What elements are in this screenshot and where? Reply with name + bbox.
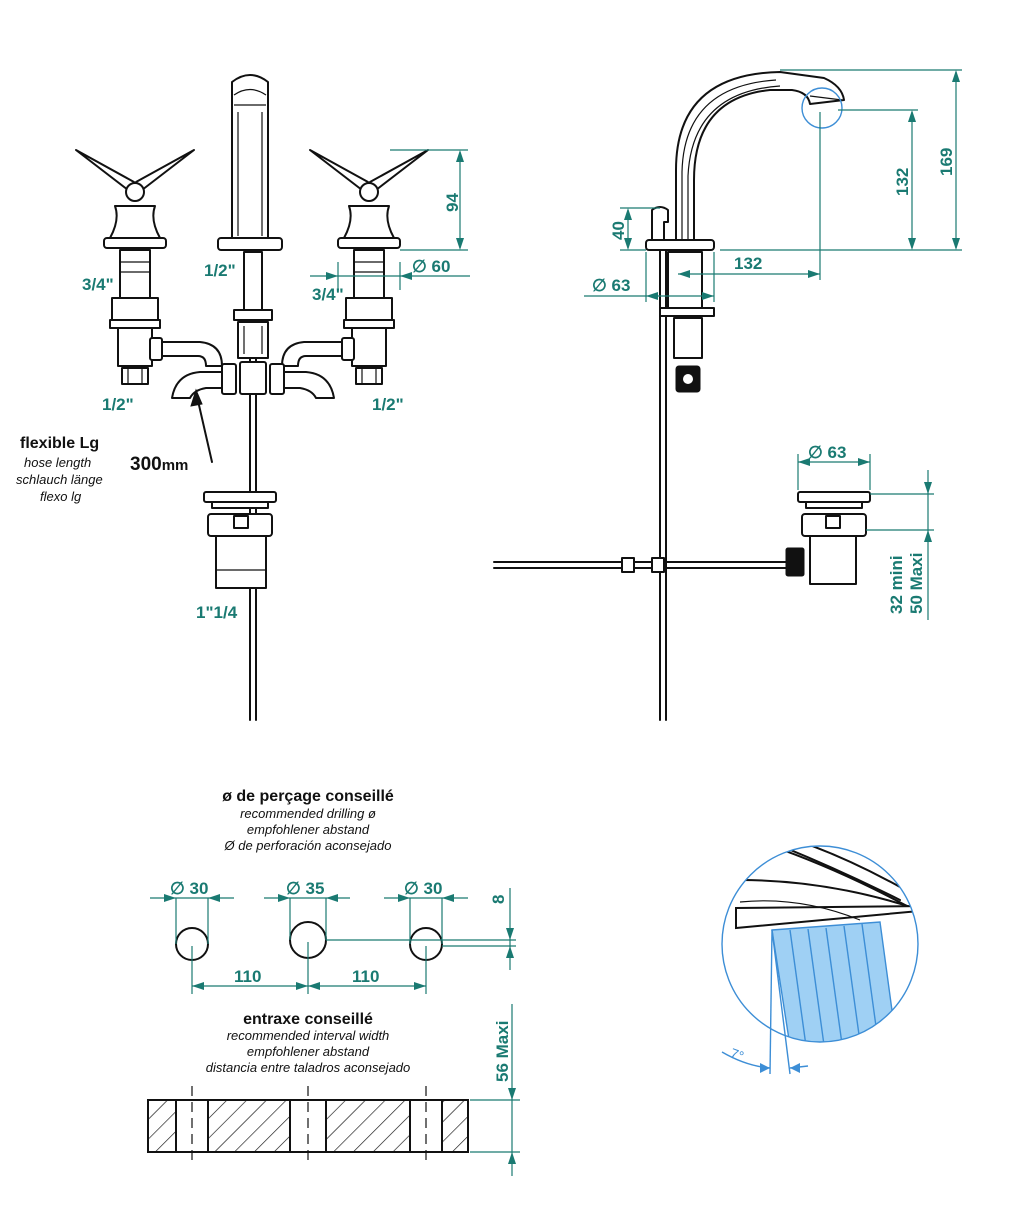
dim-offset-8: 8	[489, 895, 508, 904]
hose-connectors	[149, 337, 355, 399]
drilling-line-1: recommended drilling ø	[240, 806, 376, 821]
dim-diameter-60: ∅ 60	[412, 257, 450, 276]
hose-line-3: flexo lg	[40, 489, 82, 504]
interval-line-1: recommended interval width	[227, 1028, 390, 1043]
dim-hole-center: ∅ 35	[286, 879, 324, 898]
dim-side-40: 40	[609, 221, 628, 240]
dim-side-diameter-63: ∅ 63	[592, 276, 630, 295]
dim-spacing-left: 110	[234, 967, 261, 986]
dim-side-132-height: 132	[893, 168, 912, 196]
dim-side-132-reach: 132	[734, 254, 762, 273]
drilling-dimensions	[150, 888, 516, 994]
dim-drain-max: 50 Maxi	[907, 553, 926, 614]
side-spout	[645, 71, 845, 393]
outlet-detail: 7°	[721, 845, 919, 1075]
label-drain-thread: 1"1/4	[196, 603, 238, 622]
label-thread-left: 3/4"	[82, 275, 114, 294]
side-dimensions	[584, 69, 962, 620]
hose-title: flexible Lg	[20, 435, 99, 452]
dim-height-94: 94	[443, 193, 462, 212]
label-thread-right: 3/4"	[312, 285, 344, 304]
interval-line-2: empfohlener abstand	[247, 1044, 370, 1059]
interval-dimensions	[470, 1004, 520, 1176]
label-inlet-right: 1/2"	[372, 395, 404, 414]
dim-drain-min: 32 mini	[887, 555, 906, 614]
label-inlet-left: 1/2"	[102, 395, 134, 414]
countertop-section	[147, 1086, 469, 1164]
dim-hole-right: ∅ 30	[404, 879, 442, 898]
dim-max-thickness: 56 Maxi	[493, 1021, 512, 1082]
drain-side	[493, 491, 871, 585]
drilling-section: ø de perçage conseillé recommended drill…	[150, 788, 516, 994]
side-view: 132 169 132 40 ∅ 63 ∅ 63 32 mini 50 Maxi	[493, 69, 962, 721]
right-handle	[309, 149, 429, 385]
dim-side-169: 169	[937, 148, 956, 176]
drain-front	[203, 491, 277, 589]
drilling-title: ø de perçage conseillé	[222, 788, 394, 805]
front-view: 94 ∅ 60 3/4" 1/2" 3/4" 1/2" 1/2" 1"1/4 f…	[16, 74, 470, 721]
dim-spacing-right: 110	[352, 967, 379, 986]
interval-section: entraxe conseillé recommended interval w…	[147, 1004, 520, 1176]
hose-line-1: hose length	[24, 455, 91, 470]
drilling-line-2: empfohlener abstand	[247, 822, 370, 837]
dim-drain-diameter-63: ∅ 63	[808, 443, 846, 462]
dim-hole-left: ∅ 30	[170, 879, 208, 898]
interval-title: entraxe conseillé	[243, 1011, 373, 1028]
drilling-line-3: Ø de perforación aconsejado	[224, 838, 392, 853]
hose-length: 300mm	[130, 454, 188, 475]
spout	[217, 74, 283, 359]
interval-line-3: distancia entre taladros aconsejado	[206, 1060, 411, 1075]
angle-label: 7°	[728, 1045, 746, 1065]
front-dimensions	[310, 149, 470, 290]
label-spout-thread: 1/2"	[204, 261, 236, 280]
left-handle	[75, 149, 195, 385]
hose-line-2: schlauch länge	[16, 472, 103, 487]
